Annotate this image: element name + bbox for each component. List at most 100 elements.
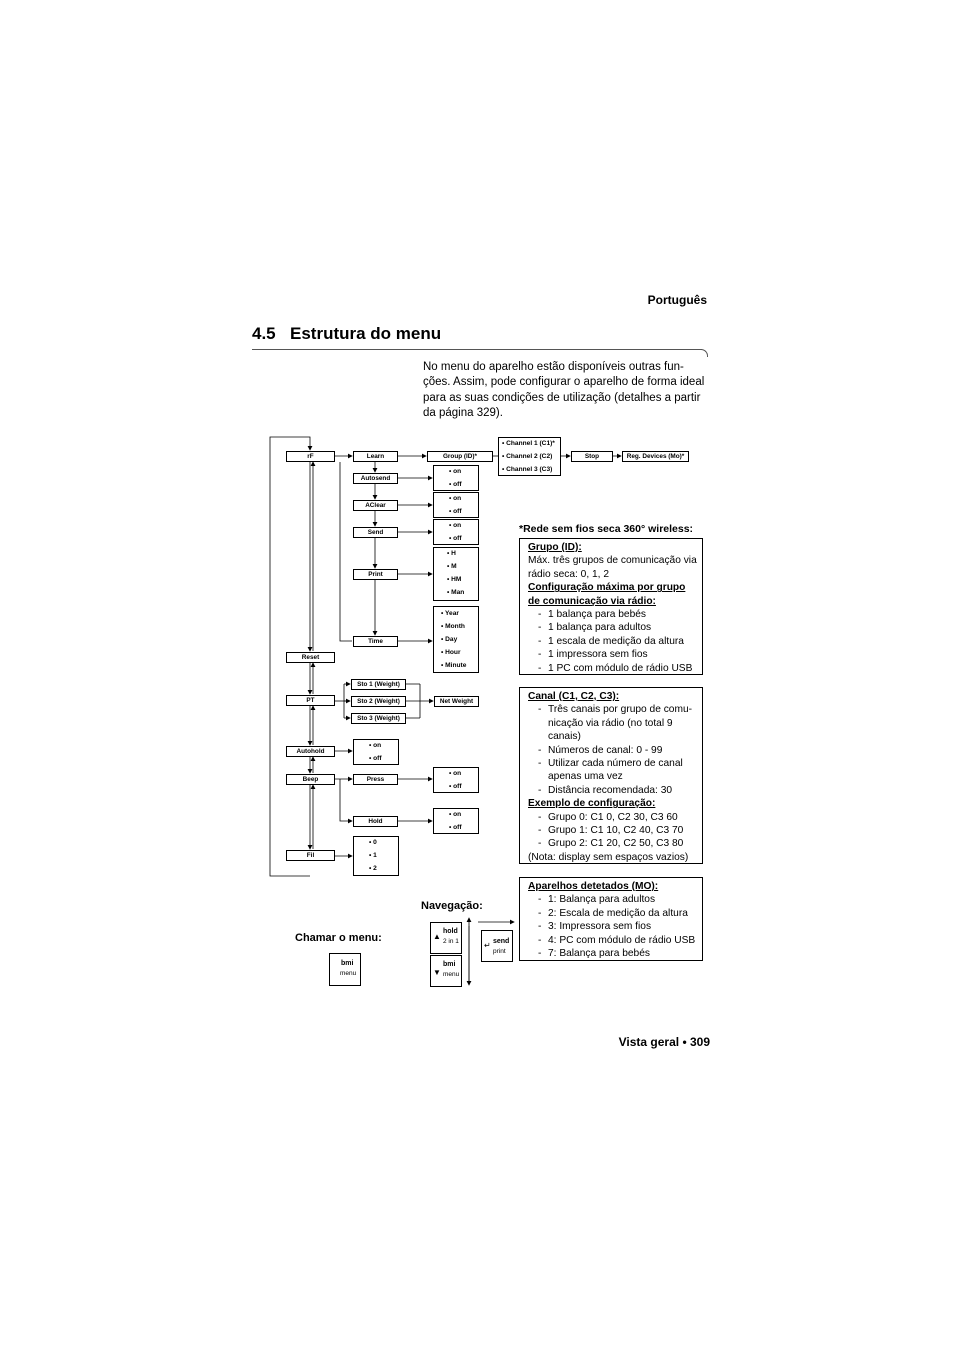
group-config-item: 1 PC com módulo de rádio USB bbox=[528, 662, 702, 676]
group-config-item: 1 escala de medição da altura bbox=[528, 635, 702, 649]
channel-option: • Channel 2 (C2) bbox=[502, 453, 553, 460]
print-option: • HM bbox=[447, 576, 462, 583]
option-off: • off bbox=[369, 755, 382, 762]
group-text: rádio seca: 0, 1, 2 bbox=[528, 568, 609, 580]
print-options: • H • M • HM • Man bbox=[433, 547, 479, 601]
menu-learn: Learn bbox=[353, 451, 398, 462]
option-off: • off bbox=[449, 508, 462, 515]
time-options: • Year • Month • Day • Hour • Minute bbox=[433, 606, 479, 673]
option-off: • off bbox=[449, 481, 462, 488]
group-config-heading: de comunicação via rádio: bbox=[528, 595, 656, 607]
channel-option: • Channel 1 (C1)* bbox=[502, 440, 555, 447]
fil-options: • 0 • 1 • 2 bbox=[353, 836, 399, 876]
devices-note: Aparelhos detetados (MO): 1: Balança par… bbox=[519, 877, 703, 961]
group-text: Máx. três grupos de comunicação via bbox=[528, 555, 697, 567]
menu-net-weight: Net Weight bbox=[434, 696, 479, 707]
intro-line: da página 329). bbox=[423, 406, 503, 419]
bmi-key-label: bmi bbox=[443, 961, 456, 968]
fil-option: • 0 bbox=[369, 839, 377, 846]
menu-pt: PT bbox=[286, 695, 335, 706]
menu-key-label: menu bbox=[443, 971, 460, 978]
option-on: • on bbox=[449, 495, 462, 502]
menu-reg-devices: Reg. Devices (Mo)* bbox=[622, 451, 689, 462]
print-key-label: print bbox=[493, 948, 506, 955]
intro-paragraph: No menu do aparelho estão disponíveis ou… bbox=[423, 360, 710, 421]
send-options: • on • off bbox=[433, 519, 479, 545]
channel-item: Números de canal: 0 - 99 bbox=[528, 744, 702, 758]
channel-item: Distância recomendada: 30 bbox=[528, 784, 702, 798]
title-rule-corner bbox=[700, 349, 708, 357]
bmi-down-key: ▼ bmi menu bbox=[430, 955, 462, 987]
option-off: • off bbox=[449, 824, 462, 831]
channel-item-cont: nicação via rádio (no total 9 bbox=[548, 717, 673, 729]
group-config-item: 1 impressora sem fios bbox=[528, 648, 702, 662]
enter-icon: ↵ bbox=[484, 941, 491, 950]
print-option: • M bbox=[447, 563, 457, 570]
device-item: 7: Balança para bebés bbox=[528, 947, 702, 961]
menu-fil: Fil bbox=[286, 850, 335, 861]
menu-rf: rF bbox=[286, 451, 335, 462]
channel-heading: Canal (C1, C2, C3): bbox=[528, 691, 620, 702]
group-config-item: 1 balança para bebés bbox=[528, 608, 702, 622]
example-item: Grupo 2: C1 20, C2 50, C3 80 bbox=[528, 837, 702, 851]
menu-press: Press bbox=[353, 774, 398, 785]
page-footer: Vista geral • 309 bbox=[618, 1035, 710, 1049]
time-option: • Hour bbox=[441, 649, 461, 656]
hold-up-key: ▲ hold 2 in 1 bbox=[430, 922, 462, 954]
option-off: • off bbox=[449, 535, 462, 542]
intro-line: para as suas condições de utilização (de… bbox=[423, 391, 701, 404]
menu-send: Send bbox=[353, 527, 398, 538]
section-number: 4.5 bbox=[252, 324, 276, 343]
arrow-down-icon: ▼ bbox=[433, 968, 441, 977]
menu-stop: Stop bbox=[571, 451, 613, 462]
device-item: 1: Balança para adultos bbox=[528, 893, 702, 907]
channel-options: • Channel 1 (C1)* • Channel 2 (C2) • Cha… bbox=[498, 437, 561, 476]
menu-aclear: AClear bbox=[353, 500, 398, 511]
menu-autohold: Autohold bbox=[286, 746, 335, 757]
channel-display-note: (Nota: display sem espaços vazios) bbox=[528, 851, 689, 863]
navigation-title: Navegação: bbox=[421, 900, 483, 912]
wireless-notes-title: *Rede sem fios seca 360° wireless: bbox=[519, 523, 694, 535]
title-rule bbox=[252, 349, 702, 350]
channel-item-cont: apenas uma vez bbox=[548, 771, 623, 783]
example-item: Grupo 0: C1 0, C2 30, C3 60 bbox=[528, 811, 702, 825]
hold-options: • on • off bbox=[433, 808, 479, 834]
press-options: • on • off bbox=[433, 767, 479, 793]
fil-option: • 2 bbox=[369, 865, 377, 872]
channel-note: Canal (C1, C2, C3): Três canais por grup… bbox=[519, 687, 703, 864]
print-option: • Man bbox=[447, 589, 465, 596]
channel-item: Três canais por grupo de comu- bbox=[528, 703, 702, 717]
intro-line: ções. Assim, pode configurar o aparelho … bbox=[423, 376, 705, 389]
intro-line: No menu do aparelho estão disponíveis ou… bbox=[423, 361, 684, 373]
send-print-key: ↵ send print bbox=[481, 930, 513, 962]
hold-key-sublabel: 2 in 1 bbox=[443, 938, 459, 945]
menu-sto-1: Sto 1 (Weight) bbox=[351, 679, 406, 690]
fil-option: • 1 bbox=[369, 852, 377, 859]
print-option: • H bbox=[447, 550, 456, 557]
option-on: • on bbox=[369, 742, 382, 749]
arrow-up-icon: ▲ bbox=[433, 932, 441, 941]
example-heading: Exemplo de configuração: bbox=[528, 798, 656, 810]
autohold-options: • on • off bbox=[353, 739, 399, 765]
group-config-item: 1 balança para adultos bbox=[528, 621, 702, 635]
example-item: Grupo 1: C1 10, C2 40, C3 70 bbox=[528, 824, 702, 838]
section-title: 4.5 Estrutura do menu bbox=[252, 324, 441, 344]
group-heading: Grupo (ID): bbox=[528, 542, 582, 553]
group-config-heading: Configuração máxima por grupo bbox=[528, 582, 686, 594]
group-note: Grupo (ID): Máx. três grupos de comunica… bbox=[519, 538, 703, 675]
time-option: • Year bbox=[441, 610, 459, 617]
devices-heading: Aparelhos detetados (MO): bbox=[528, 881, 659, 892]
menu-beep: Beep bbox=[286, 774, 335, 785]
option-on: • on bbox=[449, 522, 462, 529]
menu-time: Time bbox=[353, 636, 398, 647]
channel-item: Utilizar cada número de canal bbox=[528, 757, 702, 771]
section-title-text: Estrutura do menu bbox=[290, 324, 442, 343]
menu-group-id: Group (ID)* bbox=[427, 451, 493, 462]
menu-print: Print bbox=[353, 569, 398, 580]
aclear-options: • on • off bbox=[433, 492, 479, 518]
menu-hold: Hold bbox=[353, 816, 398, 827]
channel-item-cont: canais) bbox=[548, 731, 581, 743]
device-item: 3: Impressora sem fios bbox=[528, 920, 702, 934]
menu-reset: Reset bbox=[286, 652, 335, 663]
